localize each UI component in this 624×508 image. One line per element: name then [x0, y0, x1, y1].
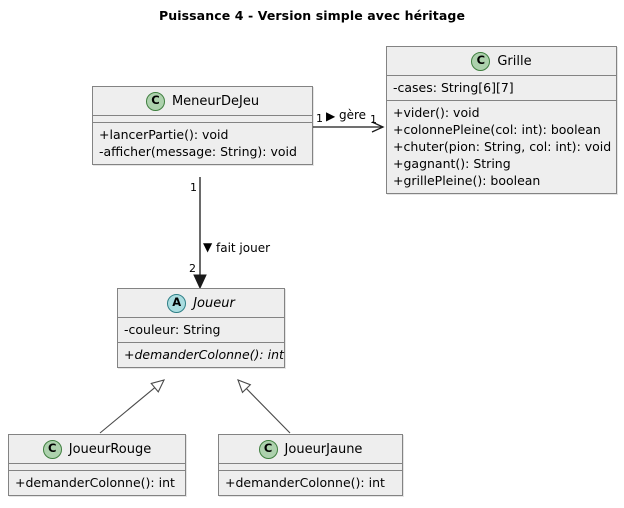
- uml-methods-grille: +vider(): void +colonnePleine(col: int):…: [387, 101, 616, 193]
- uml-class-joueur[interactable]: A Joueur -couleur: String +demanderColon…: [117, 288, 285, 368]
- uml-method: +grillePleine(): boolean: [393, 173, 541, 188]
- uml-class-header-joueurjaune: C JoueurJaune: [219, 435, 402, 464]
- association-fait-jouer-source-multiplicity: 1: [190, 181, 197, 194]
- uml-class-header-grille: C Grille: [387, 47, 616, 76]
- uml-class-joueurjaune[interactable]: C JoueurJaune +demanderColonne(): int: [218, 434, 403, 496]
- uml-class-header-joueurrouge: C JoueurRouge: [9, 435, 185, 464]
- uml-attributes-meneurdejeu: [93, 116, 312, 123]
- uml-method: +vider(): void: [393, 105, 480, 120]
- uml-class-name-joueur: Joueur: [193, 295, 235, 311]
- uml-method: +demanderColonne(): int: [15, 475, 175, 490]
- generalization-joueurjaune-joueur: [237, 379, 291, 434]
- uml-method: +chuter(pion: String, col: int): void: [393, 139, 612, 154]
- uml-method: -afficher(message: String): void: [99, 144, 297, 159]
- uml-method: +demanderColonne(): int: [124, 347, 284, 362]
- uml-method: +colonnePleine(col: int): boolean: [393, 122, 601, 137]
- diagram-title: Puissance 4 - Version simple avec hérita…: [158, 8, 466, 23]
- abstract-class-badge-icon: A: [167, 293, 187, 313]
- uml-class-name-meneurdejeu: MeneurDeJeu: [171, 93, 260, 109]
- uml-attributes-joueurjaune: [219, 464, 402, 471]
- uml-attributes-joueurrouge: [9, 464, 185, 471]
- uml-methods-meneurdejeu: +lancerPartie(): void -afficher(message:…: [93, 123, 312, 164]
- uml-attributes-grille: -cases: String[6][7]: [387, 76, 616, 101]
- uml-class-meneurdejeu[interactable]: C MeneurDeJeu +lancerPartie(): void -aff…: [92, 86, 313, 165]
- class-badge-icon: C: [471, 51, 491, 71]
- uml-methods-joueurjaune: +demanderColonne(): int: [219, 471, 402, 495]
- uml-methods-joueurrouge: +demanderColonne(): int: [9, 471, 185, 495]
- class-badge-icon: C: [258, 439, 278, 459]
- uml-class-name-joueurrouge: JoueurRouge: [68, 441, 152, 457]
- association-fait-jouer-target-multiplicity: 2: [189, 262, 196, 275]
- uml-class-header-meneurdejeu: C MeneurDeJeu: [93, 87, 312, 116]
- generalization-joueurrouge-joueur: [99, 379, 166, 434]
- uml-class-name-joueurjaune: JoueurJaune: [284, 441, 363, 457]
- uml-attribute: -cases: String[6][7]: [393, 80, 514, 95]
- association-gere-label: gère: [339, 108, 367, 122]
- uml-method: +demanderColonne(): int: [225, 475, 385, 490]
- association-gere-source-multiplicity: 1: [316, 112, 323, 125]
- uml-attributes-joueur: -couleur: String: [118, 318, 284, 343]
- uml-method: +lancerPartie(): void: [99, 127, 229, 142]
- uml-class-joueurrouge[interactable]: C JoueurRouge +demanderColonne(): int: [8, 434, 186, 496]
- association-gere-target-multiplicity: 1: [370, 113, 377, 126]
- uml-attribute: -couleur: String: [124, 322, 221, 337]
- uml-methods-joueur: +demanderColonne(): int: [118, 343, 284, 367]
- uml-class-header-joueur: A Joueur: [118, 289, 284, 318]
- class-badge-icon: C: [145, 91, 165, 111]
- class-badge-icon: C: [42, 439, 62, 459]
- uml-class-name-grille: Grille: [497, 53, 532, 69]
- association-gere-nav-marker: ▶: [326, 109, 336, 123]
- uml-class-grille[interactable]: C Grille -cases: String[6][7] +vider(): …: [386, 46, 617, 194]
- association-fait-jouer-label: fait jouer: [216, 241, 271, 255]
- uml-method: +gagnant(): String: [393, 156, 511, 171]
- association-fait-jouer-nav-marker: ▼: [203, 240, 213, 254]
